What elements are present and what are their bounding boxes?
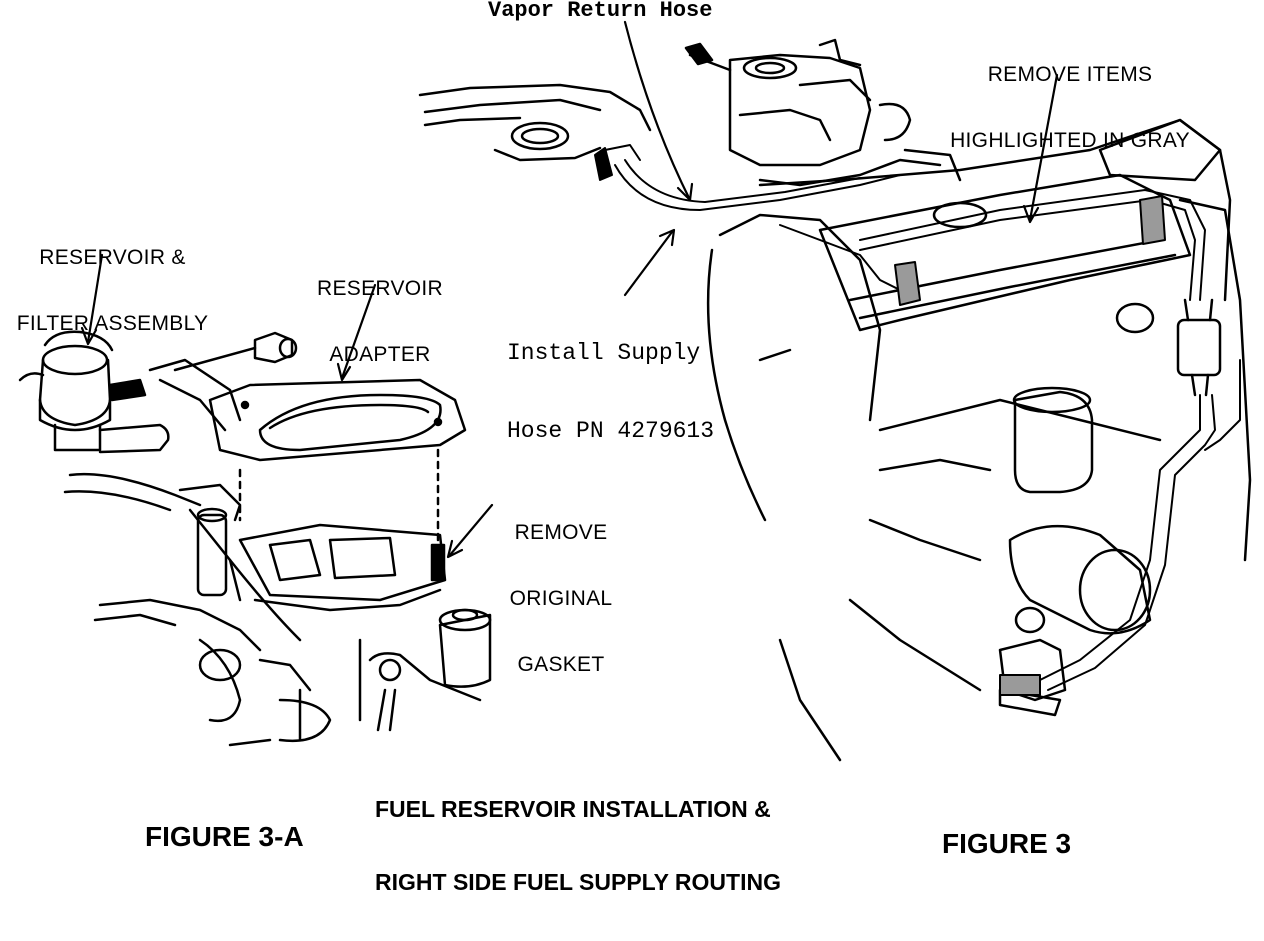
reservoir-adapter-line1: RESERVOIR <box>316 277 443 300</box>
figure-3-label: FIGURE 3 <box>942 828 1072 859</box>
caption-line1: FUEL RESERVOIR INSTALLATION & <box>375 796 771 822</box>
gray-highlight-items <box>894 195 1166 696</box>
fuel-line-routing <box>594 144 1241 691</box>
caption-line2: RIGHT SIDE FUEL SUPPLY ROUTING <box>375 869 781 895</box>
remove-items-line1: REMOVE ITEMS <box>987 63 1153 86</box>
install-supply-line1: Install Supply <box>507 340 701 366</box>
diagram-canvas: Vapor Return Hose REMOVE ITEMS HIGHLIGHT… <box>0 0 1252 894</box>
figure-3a-label: FIGURE 3-A <box>145 821 304 852</box>
remove-original-gasket-label: REMOVE ORIGINAL GASKET <box>492 480 630 717</box>
reservoir-filter-assembly-label: RESERVOIR & FILTER ASSEMBLY <box>0 205 225 376</box>
remove-gasket-line2: ORIGINAL <box>509 587 613 610</box>
remove-gasket-line1: REMOVE <box>514 521 608 544</box>
leader-arrows <box>80 20 1059 559</box>
reservoir-filter-line2: FILTER ASSEMBLY <box>16 312 209 335</box>
reservoir-adapter-drawing <box>208 378 467 542</box>
remove-gasket-line3: GASKET <box>517 653 605 676</box>
install-supply-hose-label: Install Supply Hose PN 4279613 <box>507 296 714 489</box>
reservoir-filter-drawing <box>18 330 298 454</box>
install-supply-line2: Hose PN 4279613 <box>507 418 715 444</box>
remove-items-line2: HIGHLIGHTED IN GRAY <box>950 129 1190 152</box>
figure-caption: FUEL RESERVOIR INSTALLATION & RIGHT SIDE… <box>375 752 781 940</box>
reservoir-adapter-label: RESERVOIR ADAPTER <box>300 236 460 407</box>
vapor-return-hose-label: Vapor Return Hose <box>488 0 713 23</box>
engine-line-drawing <box>18 20 1252 762</box>
reservoir-adapter-line2: ADAPTER <box>329 343 431 366</box>
reservoir-filter-line1: RESERVOIR & <box>39 246 186 269</box>
intake-base-drawing <box>63 472 492 747</box>
remove-items-label: REMOVE ITEMS HIGHLIGHTED IN GRAY <box>920 22 1220 193</box>
